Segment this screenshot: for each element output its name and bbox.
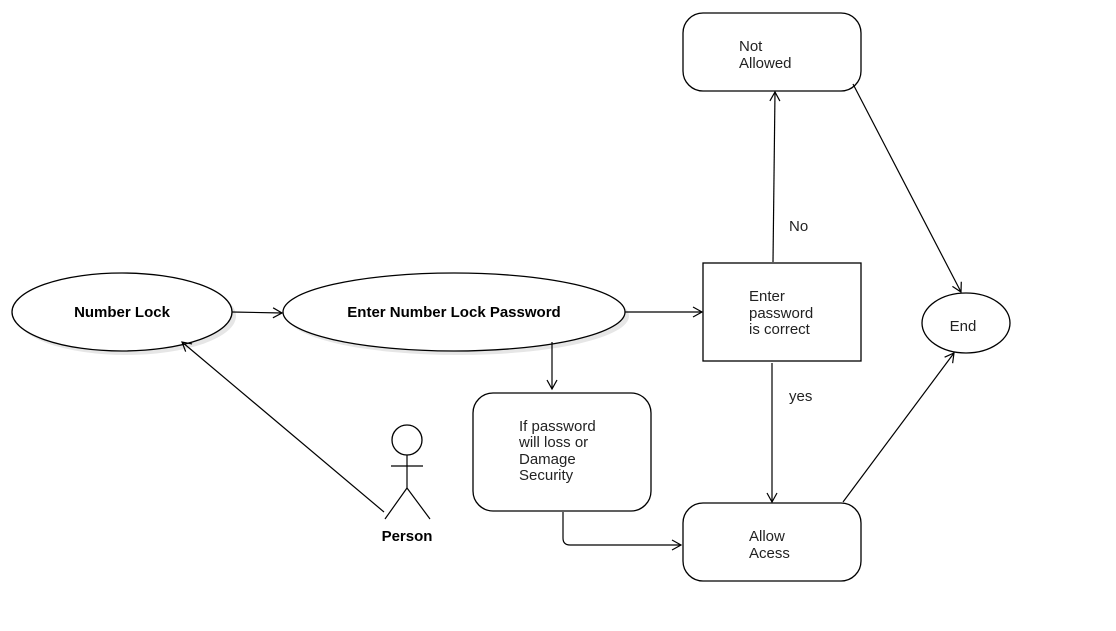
number-lock-label: Number Lock bbox=[74, 304, 171, 321]
allow-access-line-2: Acess bbox=[749, 545, 790, 562]
loss-damage-line-1: If password bbox=[519, 418, 596, 435]
check-password-node[interactable]: Enter password is correct bbox=[702, 262, 862, 362]
person-actor[interactable]: Person bbox=[382, 424, 433, 545]
edge-allow-to-end bbox=[842, 352, 955, 503]
edge-person-to-number-lock bbox=[181, 341, 385, 513]
stick-figure-icon bbox=[384, 424, 431, 520]
loss-damage-line-2: will loss or bbox=[518, 434, 588, 451]
person-label: Person bbox=[382, 528, 433, 545]
edge-check-to-not-allowed bbox=[769, 90, 781, 263]
not-allowed-line-2: Allowed bbox=[739, 55, 792, 72]
loss-damage-line-4: Security bbox=[519, 467, 574, 484]
enter-password-label: Enter Number Lock Password bbox=[347, 304, 560, 321]
enter-password-node[interactable]: Enter Number Lock Password bbox=[282, 272, 629, 355]
end-node[interactable]: End bbox=[921, 292, 1011, 354]
edge-not-allowed-to-end bbox=[852, 83, 962, 294]
edge-loss-to-allow bbox=[562, 512, 683, 551]
allow-access-line-1: Allow bbox=[749, 528, 785, 545]
loss-damage-line-3: Damage bbox=[519, 451, 576, 468]
loss-damage-node[interactable]: If password will loss or Damage Security bbox=[472, 392, 652, 512]
check-password-line-1: Enter bbox=[749, 288, 785, 305]
check-password-line-2: password bbox=[749, 305, 813, 322]
not-allowed-node[interactable]: Not Allowed bbox=[682, 12, 862, 92]
end-label: End bbox=[950, 318, 977, 335]
check-password-line-3: is correct bbox=[749, 321, 811, 338]
not-allowed-line-1: Not bbox=[739, 38, 763, 55]
number-lock-node[interactable]: Number Lock bbox=[11, 272, 236, 355]
edge-number-lock-to-enter-password bbox=[231, 307, 284, 319]
edge-label-yes: yes bbox=[789, 388, 812, 405]
allow-access-node[interactable]: Allow Acess bbox=[682, 502, 862, 582]
edge-label-no: No bbox=[789, 218, 808, 235]
